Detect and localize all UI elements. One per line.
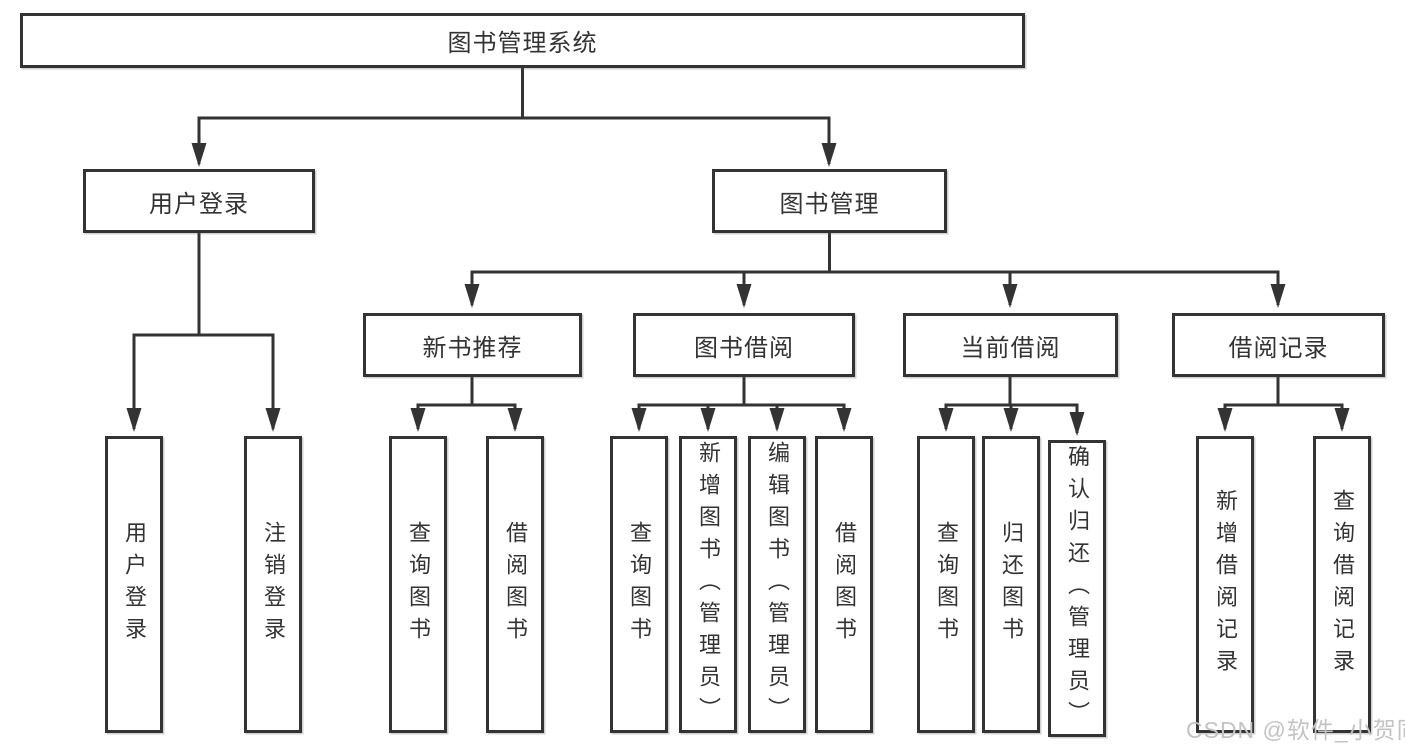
leaf-query-book-recommend: 查询图书 xyxy=(389,436,447,733)
node-book-management: 图书管理 xyxy=(712,169,947,233)
leaf-edit-book-admin: 编辑图书（管理员） xyxy=(748,436,806,733)
leaf-add-book-admin: 新增图书（管理员） xyxy=(679,436,737,733)
leaf-label: 归还图书 xyxy=(999,520,1024,649)
leaf-label: 确认归还（管理员） xyxy=(1065,444,1090,733)
leaf-query-book-current: 查询图书 xyxy=(917,436,975,733)
node-borrow-records: 借阅记录 xyxy=(1172,313,1385,377)
leaf-label: 注销登录 xyxy=(261,520,286,649)
leaf-label: 新增借阅记录 xyxy=(1213,488,1238,681)
leaf-label: 查询借阅记录 xyxy=(1330,488,1355,681)
node-current-borrow: 当前借阅 xyxy=(903,313,1118,377)
node-user-login: 用户登录 xyxy=(83,169,315,233)
node-label: 借阅记录 xyxy=(1228,334,1329,362)
leaf-label: 新增图书（管理员） xyxy=(696,440,721,729)
leaf-borrow-book-recommend: 借阅图书 xyxy=(486,436,544,733)
node-label: 图书管理系统 xyxy=(447,30,598,57)
node-label: 图书管理 xyxy=(779,190,880,218)
leaf-return-book: 归还图书 xyxy=(982,436,1040,733)
leaf-borrow-book: 借阅图书 xyxy=(815,436,873,733)
leaf-add-borrow-record: 新增借阅记录 xyxy=(1196,436,1254,733)
leaf-label: 用户登录 xyxy=(122,520,147,649)
node-label: 当前借阅 xyxy=(960,334,1061,362)
node-new-book-recommend: 新书推荐 xyxy=(363,313,582,377)
leaf-user-login: 用户登录 xyxy=(105,436,163,733)
leaf-label: 查询图书 xyxy=(934,520,959,649)
watermark: CSDN @软件_小贺同学 xyxy=(1186,717,1405,743)
node-label: 用户登录 xyxy=(149,190,249,218)
leaf-label: 查询图书 xyxy=(406,520,431,649)
node-root: 图书管理系统 xyxy=(20,13,1025,68)
leaf-label: 编辑图书（管理员） xyxy=(765,440,790,729)
node-book-borrow: 图书借阅 xyxy=(633,313,855,377)
node-label: 新书推荐 xyxy=(422,334,523,362)
leaf-label: 查询图书 xyxy=(627,520,652,649)
leaf-logout-login: 注销登录 xyxy=(244,436,302,733)
node-label: 图书借阅 xyxy=(694,334,794,362)
leaf-confirm-return-admin: 确认归还（管理员） xyxy=(1048,440,1106,737)
leaf-query-borrow-record: 查询借阅记录 xyxy=(1313,436,1371,733)
leaf-query-book-borrow: 查询图书 xyxy=(610,436,668,733)
leaf-label: 借阅图书 xyxy=(832,520,857,649)
leaf-label: 借阅图书 xyxy=(503,520,528,649)
